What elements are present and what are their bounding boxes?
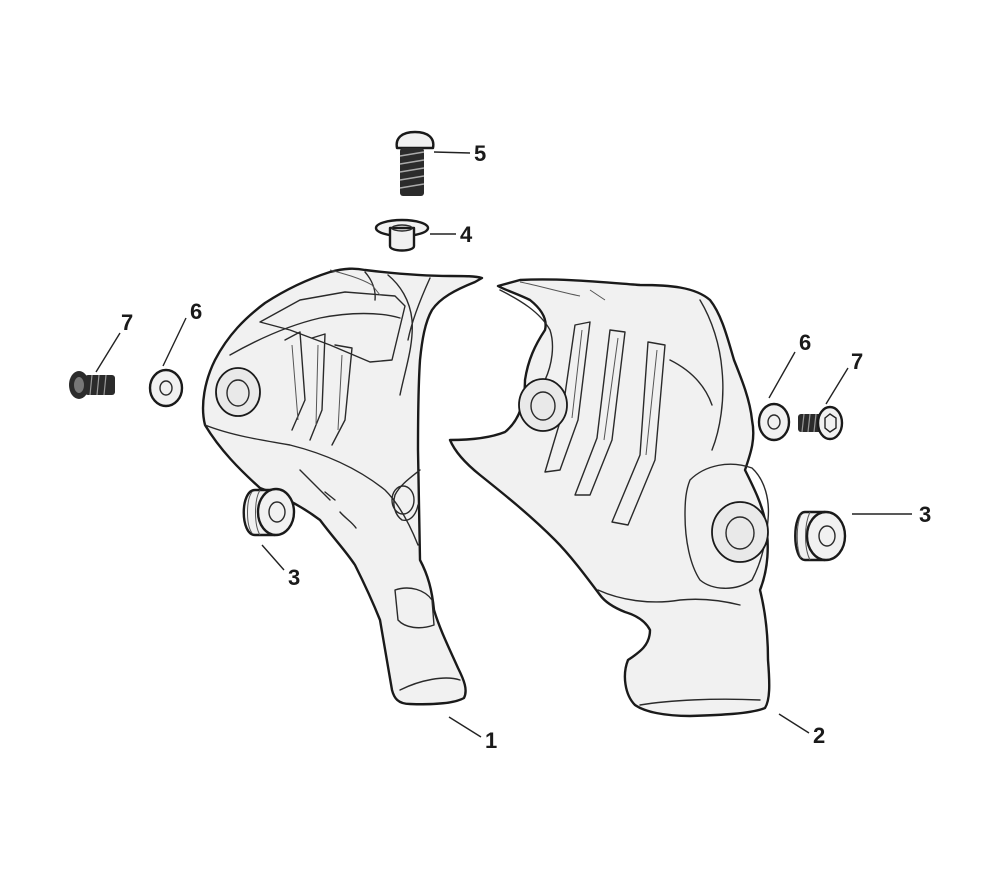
left-cover-part-1 <box>201 267 484 706</box>
leader-part-5 <box>433 151 471 154</box>
right-screw-part-7 <box>798 405 844 441</box>
bolt-part-5 <box>395 130 435 196</box>
callout-part-7-right: 7 <box>851 349 863 374</box>
right-washer-part-6 <box>757 402 791 442</box>
leader-part-6-right <box>768 351 796 399</box>
callout-part-4: 4 <box>460 222 473 247</box>
right-cover-part-2 <box>448 278 771 718</box>
callout-part-1: 1 <box>485 728 497 753</box>
left-screw-part-7 <box>69 371 115 399</box>
callout-part-7-left: 7 <box>121 310 133 335</box>
left-washer-part-6 <box>148 368 184 408</box>
right-spacer-part-3 <box>794 510 847 562</box>
leader-part-7-right <box>825 367 849 405</box>
leader-part-2 <box>778 713 810 734</box>
callout-part-2: 2 <box>813 723 825 748</box>
flanged-washer-part-4 <box>374 218 430 252</box>
callout-part-6-right: 6 <box>799 330 811 355</box>
leader-part-7-left <box>95 332 121 373</box>
callout-part-6-left: 6 <box>190 299 202 324</box>
callout-part-5: 5 <box>474 141 486 166</box>
leader-part-6-left <box>162 317 187 367</box>
leader-part-1 <box>448 716 482 738</box>
left-spacer-part-3 <box>242 487 296 537</box>
callout-part-3-right: 3 <box>919 502 931 527</box>
callout-part-3-left: 3 <box>288 565 300 590</box>
leader-part-3-left <box>261 544 285 571</box>
